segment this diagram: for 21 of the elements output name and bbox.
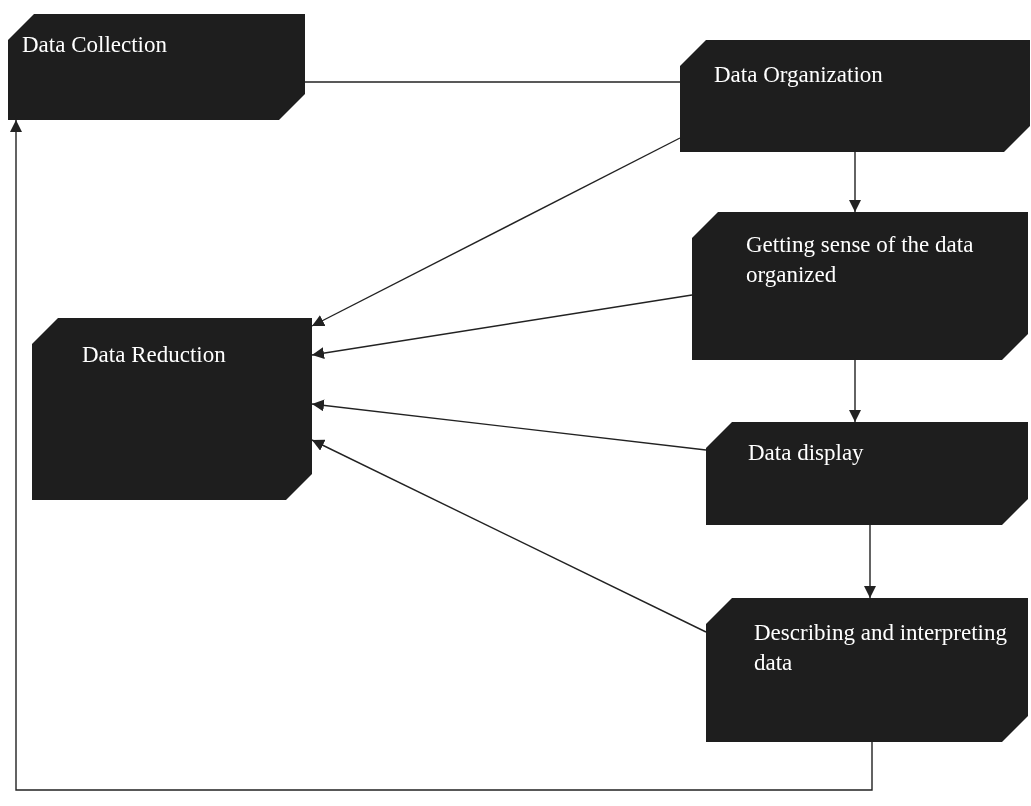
arrow (849, 359, 861, 423)
process-box (680, 40, 1030, 152)
arrow (311, 399, 707, 451)
arrow (849, 151, 861, 213)
process-box (8, 14, 305, 120)
process-box (32, 318, 312, 500)
box-label: Describing and interpreting data (754, 619, 1008, 677)
arrow (864, 524, 876, 599)
arrow (311, 137, 681, 327)
box-label: Data display (748, 439, 864, 467)
connector-line (304, 81, 681, 83)
arrow (10, 119, 873, 791)
box-label: Getting sense of the data organized (746, 231, 975, 289)
process-box (692, 212, 1028, 360)
box-label: Data Reduction (82, 341, 226, 369)
box-label: Data Collection (22, 31, 167, 59)
arrow (311, 294, 693, 360)
process-box (706, 422, 1028, 525)
arrow (311, 439, 707, 633)
box-label: Data Organization (714, 61, 883, 89)
process-box (706, 598, 1028, 742)
